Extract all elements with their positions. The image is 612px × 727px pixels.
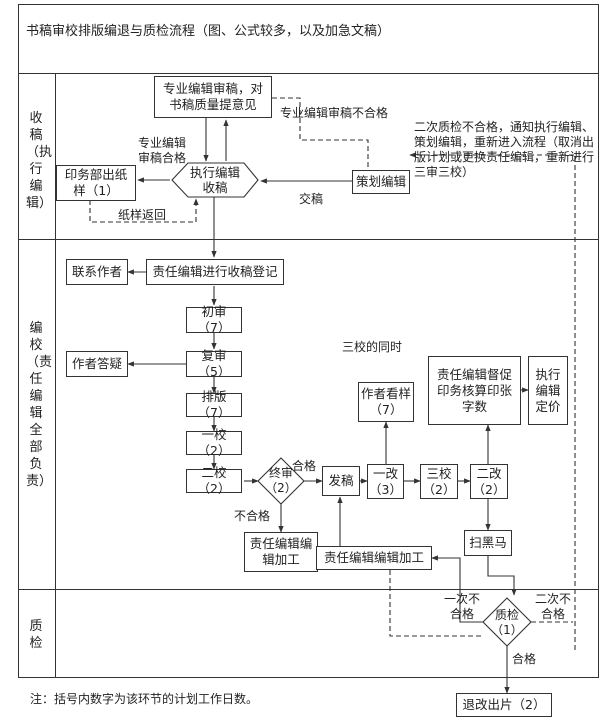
revise1-box: 一改（3） — [367, 464, 404, 499]
planning-editor-box: 策划编辑 — [352, 170, 410, 194]
footnote: 注：括号内数字为该环节的计划工作日数。 — [30, 692, 259, 706]
exec-receive-label: 执行编辑收稿 — [189, 165, 240, 195]
expert-review-box: 专业编辑审稿，对书稿质量提意见 — [154, 76, 272, 118]
second-review-box: 复审（5） — [186, 348, 242, 379]
author-answer-box: 作者答疑 — [66, 351, 128, 377]
lane-label-receive: 收稿（执行编辑） — [26, 111, 53, 211]
expert-pass-label: 专业编辑审稿合格 — [138, 136, 187, 165]
typeset-box: 排版（7） — [186, 389, 242, 420]
lane-label-divider — [55, 73, 56, 678]
expert-fail-label: 专业编辑审稿不合格 — [280, 106, 389, 120]
print-sample-box: 印务部出纸样（1） — [56, 165, 136, 201]
editor-process-box-2: 责任编辑编辑加工 — [316, 546, 432, 570]
title-divider — [18, 73, 599, 74]
flowchart-title: 书稿审校排版编退与质检流程（图、公式较多，以及加急文稿） — [26, 24, 391, 39]
final-review-label: 终审（2） — [265, 466, 297, 495]
editor-process-box-1: 责任编辑编辑加工 — [244, 532, 318, 572]
pricing-box: 执行编辑定价 — [528, 356, 568, 425]
second-fail-label: 二次不合格 — [534, 592, 571, 621]
qc2-fail-label: 二次质检不合格，通知执行编辑、策划编辑，重新进入流程（取消出版计划或更换责任编辑… — [414, 120, 595, 179]
hand-in-label: 交稿 — [299, 192, 324, 206]
proof2-box: 二校（2） — [186, 465, 242, 496]
proof1-box: 一校（2） — [186, 427, 242, 458]
scan-box: 扫黑马 — [464, 530, 512, 556]
lane-label-qc: 质检 — [29, 619, 43, 651]
sample-return-label: 纸样返回 — [118, 208, 167, 222]
flowchart-frame — [18, 4, 599, 678]
revise2-box: 二改（2） — [470, 464, 508, 499]
proof3-box: 三校（2） — [420, 464, 458, 499]
first-review-box: 初审（7） — [186, 304, 242, 335]
lane-divider-1 — [18, 239, 599, 240]
contact-author-box: 联系作者 — [66, 259, 128, 285]
first-fail-label: 一次不合格 — [444, 592, 481, 621]
pass-label: 合格 — [292, 459, 317, 473]
qc-label: 质检（1） — [491, 608, 523, 637]
qc-pass-label: 合格 — [512, 652, 537, 666]
send-draft-box: 发稿 — [322, 466, 360, 496]
lane-divider-2 — [18, 589, 599, 590]
exec-receive-shape — [171, 162, 259, 198]
supervise-box: 责任编辑督促印务核算印张字数 — [428, 356, 521, 425]
lane-label-edit: 编校（责任编辑全部负责） — [26, 321, 53, 489]
author-sample-box: 作者看样（7） — [358, 382, 414, 422]
fail-label: 不合格 — [234, 509, 271, 523]
final-out-box: 退改出片（2） — [456, 693, 552, 717]
simultaneous-label: 三校的同时 — [342, 340, 403, 354]
register-box: 责任编辑进行收稿登记 — [146, 259, 284, 285]
